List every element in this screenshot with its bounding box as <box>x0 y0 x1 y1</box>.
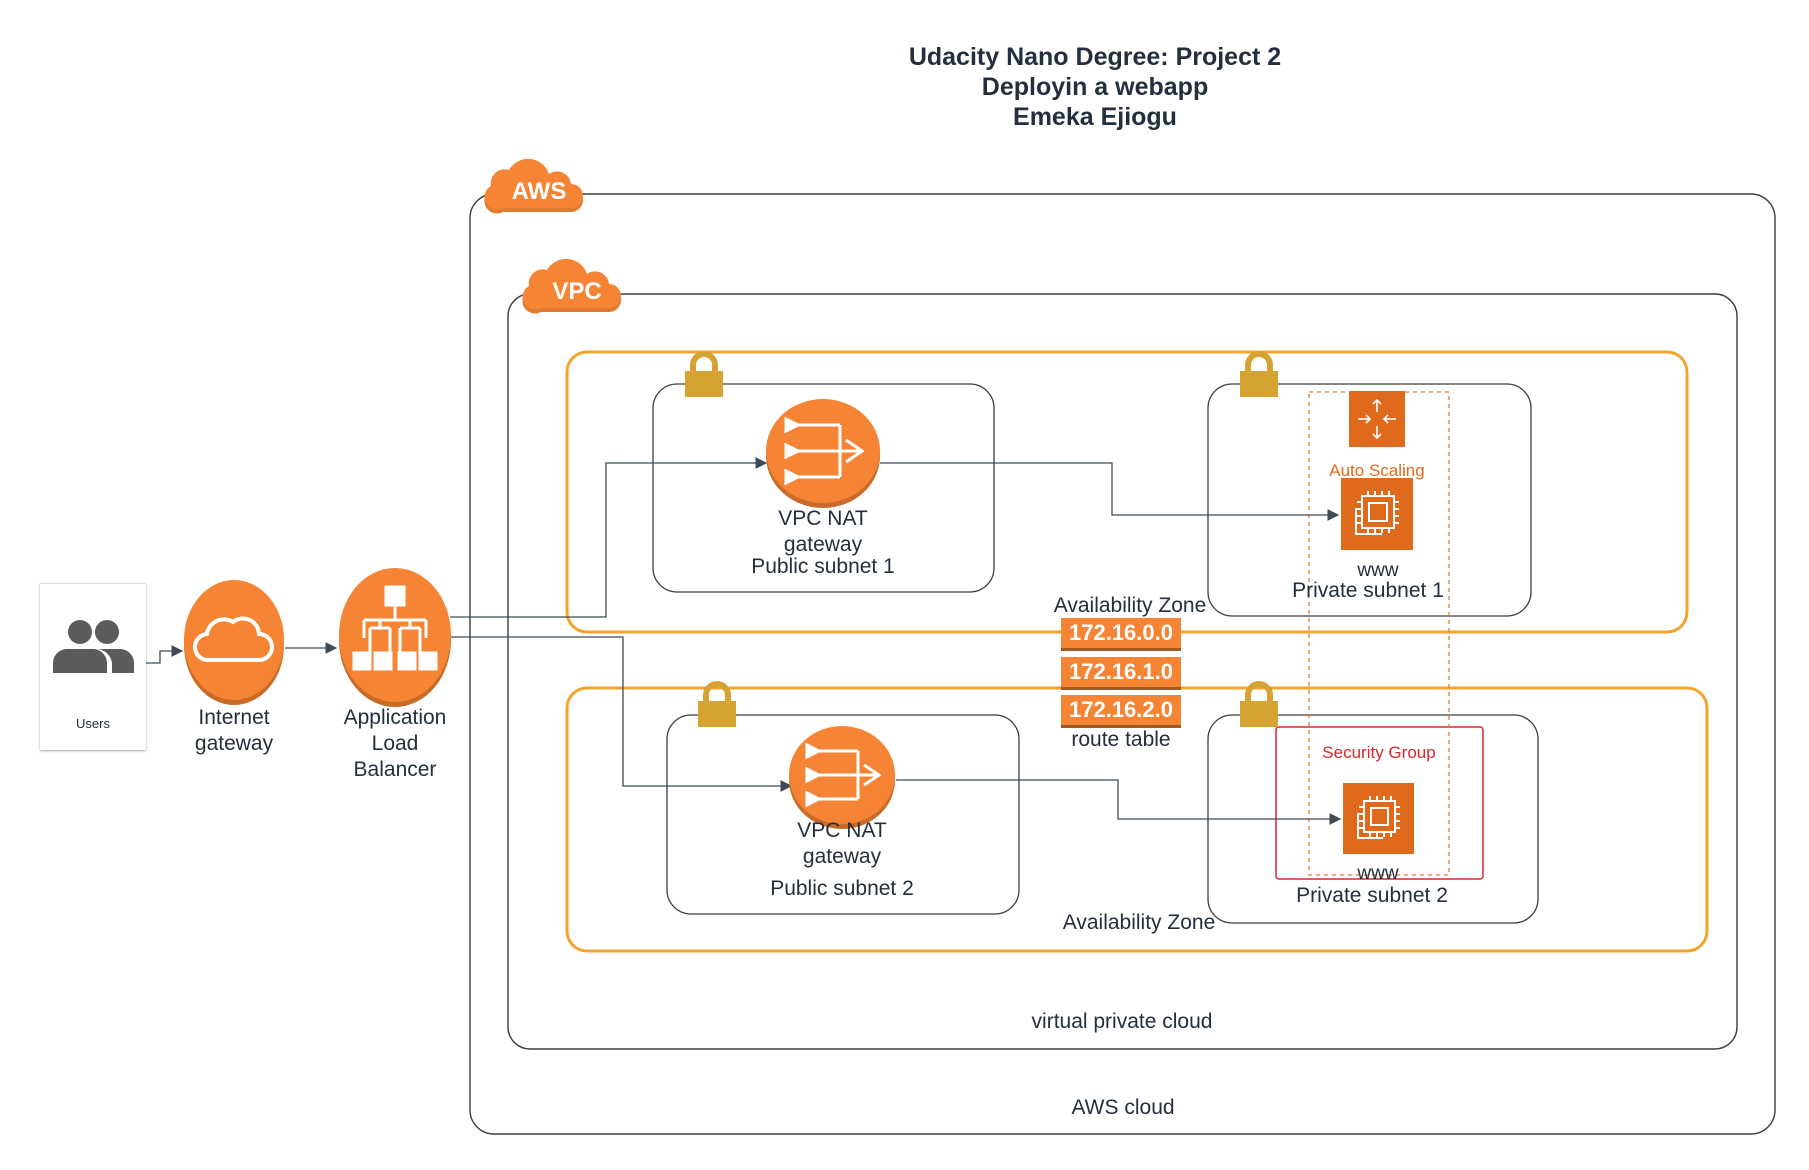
aws-cloud-container <box>469 193 1776 1135</box>
aws-cloud-badge-icon <box>484 158 583 214</box>
nat-gateway-2-label: VPC NAT gateway <box>797 819 887 868</box>
nat-gateway-1-label: VPC NAT gateway <box>778 507 868 556</box>
security-group-label: Security Group <box>1322 743 1436 762</box>
vpc-container <box>507 293 1738 1050</box>
public-subnet-2-label: Public subnet 2 <box>770 877 914 900</box>
availability-zone-2 <box>565 686 1709 953</box>
connector-users-igw <box>146 645 184 664</box>
vpc-badge-label: VPC <box>552 278 602 305</box>
internet-gateway-label: Internet gateway <box>194 706 274 755</box>
availability-zone-1-label: Availability Zone <box>1053 594 1207 617</box>
auto-scaling-icon <box>1349 391 1405 447</box>
lock-icon <box>698 681 736 727</box>
www-server-1-label: www <box>1357 560 1399 581</box>
lock-icon <box>1240 351 1278 397</box>
hierarchy-icon <box>352 585 438 671</box>
vpc-label: virtual private cloud <box>1031 1010 1213 1033</box>
users-node: Users <box>40 583 146 750</box>
users-icon <box>53 620 134 673</box>
load-balancer-node <box>339 568 451 707</box>
connector-nat2-ec2-2 <box>896 779 1342 825</box>
chip-icon <box>1357 796 1400 839</box>
chip-icon <box>1355 491 1399 535</box>
private-subnet-1-label: Private subnet 1 <box>1292 579 1444 602</box>
nat-arrows-icon <box>784 416 865 486</box>
connector-alb-nat1 <box>450 457 768 618</box>
internet-gateway-node <box>184 580 284 705</box>
availability-zone-2-label: Availability Zone <box>1062 911 1216 934</box>
auto-scaling-label: Auto Scaling <box>1329 461 1425 480</box>
users-label: Users <box>76 716 110 731</box>
route-table-label: route table <box>1071 728 1171 751</box>
vpc-cloud-badge-icon <box>522 258 621 314</box>
lock-icon <box>1240 681 1278 727</box>
public-subnet-1-label: Public subnet 1 <box>751 555 895 578</box>
route-table-entry: 172.16.0.0 <box>1061 618 1181 648</box>
load-balancer-label: Application Load Balancer <box>343 706 447 781</box>
aws-badge-label: AWS <box>511 178 567 205</box>
route-table-entry: 172.16.1.0 <box>1061 657 1181 687</box>
nat-arrows-icon <box>805 742 882 808</box>
title-line-3: Emeka Ejiogu <box>1013 103 1177 131</box>
security-group-box <box>1275 726 1484 880</box>
nat-gateway-1-node <box>766 399 880 508</box>
ec2-instance-2 <box>1343 783 1414 854</box>
public-subnet-1 <box>652 383 995 593</box>
diagram-title: Udacity Nano Degree: Project 2 Deployin … <box>0 42 1809 132</box>
route-table-entry: 172.16.2.0 <box>1061 695 1181 725</box>
public-subnet-2 <box>666 714 1020 915</box>
title-line-2: Deployin a webapp <box>981 73 1209 101</box>
title-line-1: Udacity Nano Degree: Project 2 <box>908 43 1282 71</box>
ec2-instance-1 <box>1341 478 1413 550</box>
www-server-2-label: www <box>1357 863 1399 884</box>
connector-alb-nat2 <box>450 636 793 792</box>
cloud-icon <box>193 616 274 663</box>
private-subnet-1 <box>1207 383 1532 617</box>
connector-nat1-ec2-1 <box>880 462 1340 521</box>
aws-cloud-label: AWS cloud <box>1071 1096 1175 1119</box>
availability-zone-1 <box>565 350 1689 634</box>
nat-gateway-2-node <box>789 726 895 829</box>
lock-icon <box>685 351 723 397</box>
private-subnet-2-label: Private subnet 2 <box>1296 884 1448 907</box>
